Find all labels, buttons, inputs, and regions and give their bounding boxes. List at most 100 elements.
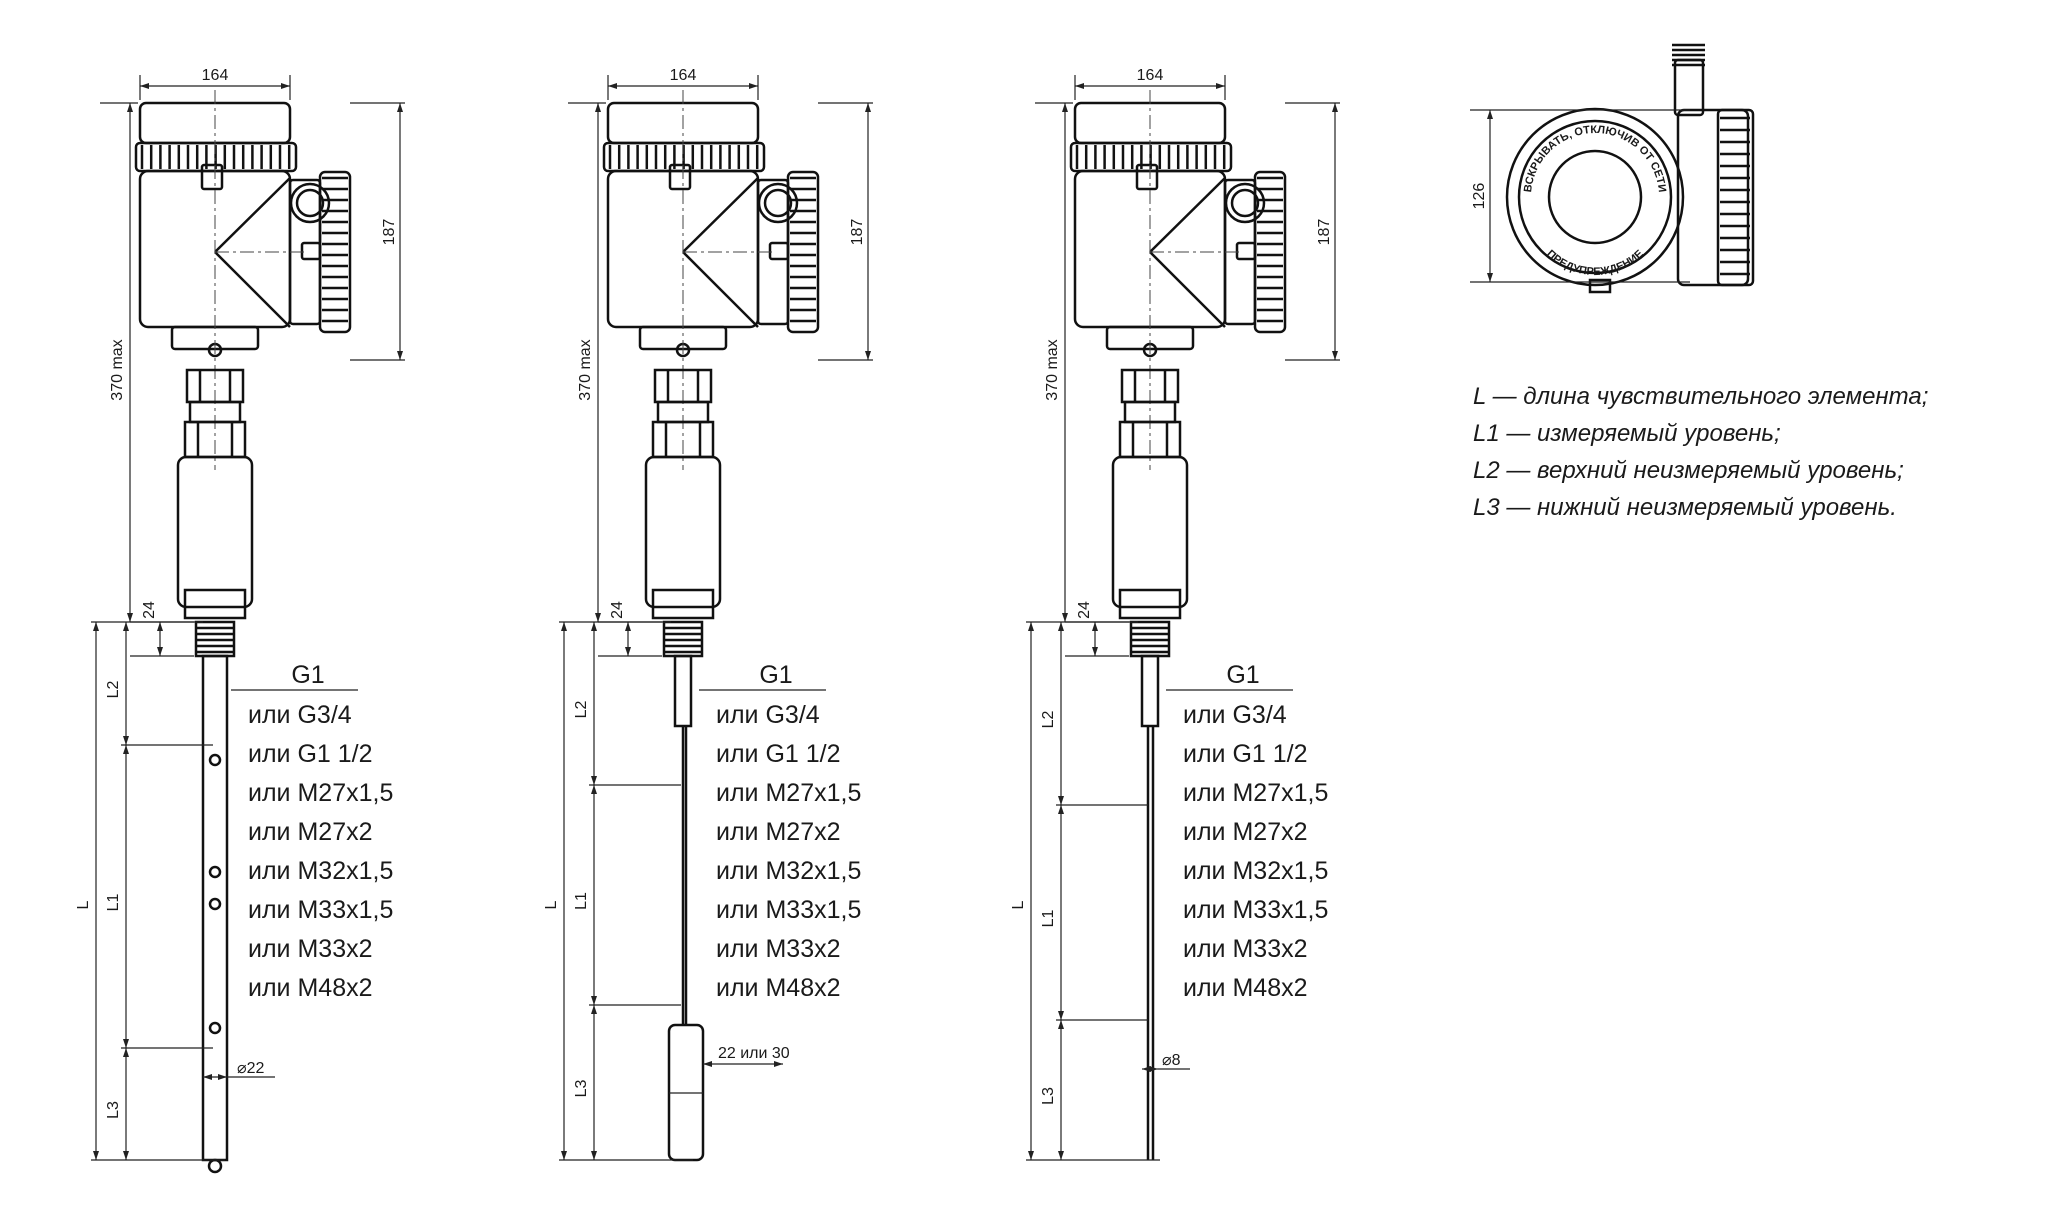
housing-dim-label: 187 — [849, 219, 866, 246]
chamfer-line — [682, 251, 759, 328]
chamfer-line — [682, 177, 759, 253]
thread-option: или M48x2 — [248, 974, 373, 1002]
thread-option: или G1 1/2 — [1183, 740, 1308, 768]
ground-screw — [1235, 241, 1257, 261]
L3-dim-label: L3 — [105, 1101, 122, 1119]
thread-option: или M48x2 — [716, 974, 841, 1002]
cable-top — [1140, 654, 1160, 728]
L1-dim-label: L1 — [105, 894, 122, 912]
thread-option: или M27x2 — [716, 818, 841, 846]
L-dim-label: L — [75, 900, 92, 909]
thread-option: или M33x2 — [716, 935, 841, 963]
diameter-label: ⌀8 — [1162, 1052, 1181, 1069]
legend-item: L1 — измеряемый уровень; — [1473, 420, 1781, 447]
side-cover — [1253, 170, 1287, 334]
rod-hole — [208, 897, 222, 911]
rod-hole — [208, 1021, 222, 1035]
cable-entry — [757, 182, 799, 224]
ring-warning-path-text: ПРЕДУПРЕЖДЕНИЕ — [1544, 248, 1646, 278]
sleeve-hex — [651, 588, 715, 620]
top-screw — [1588, 278, 1612, 294]
total-dim-label: 370 max — [109, 339, 126, 400]
L1-dim-label: L1 — [1040, 910, 1057, 928]
cable-entry-inner — [1230, 188, 1260, 218]
rod-hole — [208, 865, 222, 879]
thread-option: или G3/4 — [1183, 701, 1287, 729]
ring-warning-path-text: ВСКРЫВАТЬ, ОТКЛЮЧИВ ОТ СЕТИ — [1522, 124, 1668, 193]
top-height-dim-label: 126 — [1471, 183, 1488, 210]
thread-title: G1 — [759, 661, 792, 689]
thread-option: или M27x1,5 — [716, 779, 861, 807]
ring-warning-text: ПРЕДУПРЕЖДЕНИЕ — [1544, 248, 1646, 278]
chamfer-line — [214, 177, 291, 253]
L2-dim-label: L2 — [1040, 711, 1057, 729]
thread-option: или M32x1,5 — [716, 857, 861, 885]
cap-lock-screw — [200, 163, 224, 191]
sleeve-hex — [1118, 588, 1182, 620]
thread-option: или M27x2 — [248, 818, 373, 846]
housing-dim-label: 187 — [1316, 219, 1333, 246]
sensor-sleeve — [176, 455, 254, 609]
thread-len-dim-label: 24 — [141, 601, 158, 619]
legend-item: L3 — нижний неизмеряемый уровень. — [1473, 494, 1897, 521]
top-side-body — [1676, 108, 1750, 287]
top-cable-gland — [1673, 58, 1705, 117]
L2-dim-label: L2 — [573, 701, 590, 719]
chamfer-line — [1149, 251, 1226, 328]
cable-top — [673, 654, 693, 728]
thread-option: или G3/4 — [248, 701, 352, 729]
rod-tip — [207, 1158, 223, 1174]
top-cap-outer — [1505, 107, 1685, 287]
cap-lock-screw — [668, 163, 692, 191]
L-dim-label: L — [1010, 900, 1027, 909]
legend-item: L — длина чувствительного элемента; — [1473, 383, 1928, 410]
total-dim-label: 370 max — [577, 339, 594, 400]
thread-option: или G1 1/2 — [248, 740, 373, 768]
thread-option: или M27x1,5 — [248, 779, 393, 807]
ground-screw — [300, 241, 322, 261]
cable-entry-inner — [763, 188, 793, 218]
thread-option: или M32x1,5 — [248, 857, 393, 885]
cap-lock-screw — [1135, 163, 1159, 191]
sensor-sleeve — [1111, 455, 1189, 609]
thread-title: G1 — [1226, 661, 1259, 689]
top-cap-window — [1547, 149, 1643, 245]
L2-dim-label: L2 — [105, 681, 122, 699]
thread-option: или M32x1,5 — [1183, 857, 1328, 885]
chamfer-line — [214, 251, 291, 328]
sleeve-hex — [183, 588, 247, 620]
legend-item: L2 — верхний неизмеряемый уровень; — [1473, 457, 1904, 484]
L3-dim-label: L3 — [1040, 1087, 1057, 1105]
top-view-drawing: 126 ВСКРЫВАТЬ, ОТКЛЮЧИВ ОТ СЕТИ ПРЕДУПРЕЖД… — [1470, 43, 1755, 294]
width-dim-label: 164 — [1137, 67, 1164, 84]
chamfer-line — [1149, 177, 1226, 253]
ring-path — [1527, 207, 1663, 275]
L3-dim-label: L3 — [573, 1080, 590, 1098]
side-cover — [786, 170, 820, 334]
ground-screw — [768, 241, 790, 261]
cable-entry-inner — [295, 188, 325, 218]
L1-dim-label: L1 — [573, 892, 590, 910]
thread-option: или G3/4 — [716, 701, 820, 729]
sensor-sleeve — [644, 455, 722, 609]
thread-option: или G1 1/2 — [716, 740, 841, 768]
width-dim-label: 164 — [670, 67, 697, 84]
L-dim-label: L — [543, 900, 560, 909]
ring-warning-text: ВСКРЫВАТЬ, ОТКЛЮЧИВ ОТ СЕТИ — [1522, 124, 1668, 193]
thread-option: или M33x2 — [1183, 935, 1308, 963]
total-dim-label: 370 max — [1044, 339, 1061, 400]
thread-option: или M33x1,5 — [1183, 896, 1328, 924]
thread-option: или M33x2 — [248, 935, 373, 963]
thread-len-dim-label: 24 — [1076, 601, 1093, 619]
side-cover — [318, 170, 352, 334]
top-knurl-ring — [1716, 108, 1755, 287]
thread-option: или M33x1,5 — [248, 896, 393, 924]
thread-len-dim-label: 24 — [609, 601, 626, 619]
thread-title: G1 — [291, 661, 324, 689]
top-cap-ring — [1517, 119, 1673, 275]
